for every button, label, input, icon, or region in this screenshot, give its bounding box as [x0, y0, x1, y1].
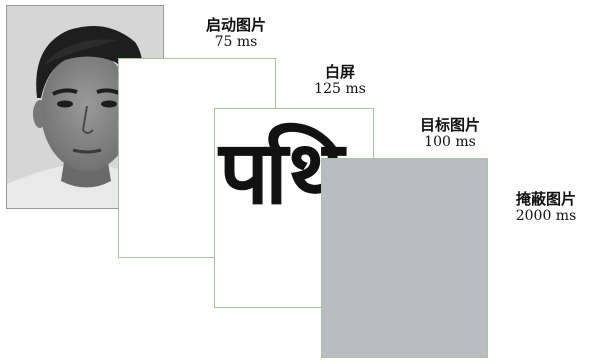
mask-name: 掩蔽图片 [515, 190, 576, 208]
face-photo-drawing [7, 6, 163, 208]
prime-name: 启动图片 [205, 16, 266, 34]
prime-duration: 75 ms [214, 34, 258, 50]
blank-duration: 125 ms [314, 81, 366, 97]
mask-label: 掩蔽图片 2000 ms [500, 190, 592, 225]
target-duration: 100 ms [424, 134, 476, 150]
mask-image [321, 158, 488, 358]
target-label: 目标图片 100 ms [400, 116, 500, 151]
prime-face-image [6, 5, 164, 209]
blank-label: 白屏 125 ms [300, 63, 380, 98]
prime-label: 启动图片 75 ms [196, 16, 276, 51]
mask-duration: 2000 ms [515, 208, 577, 224]
target-name: 目标图片 [419, 116, 480, 134]
blank-name: 白屏 [324, 63, 355, 81]
